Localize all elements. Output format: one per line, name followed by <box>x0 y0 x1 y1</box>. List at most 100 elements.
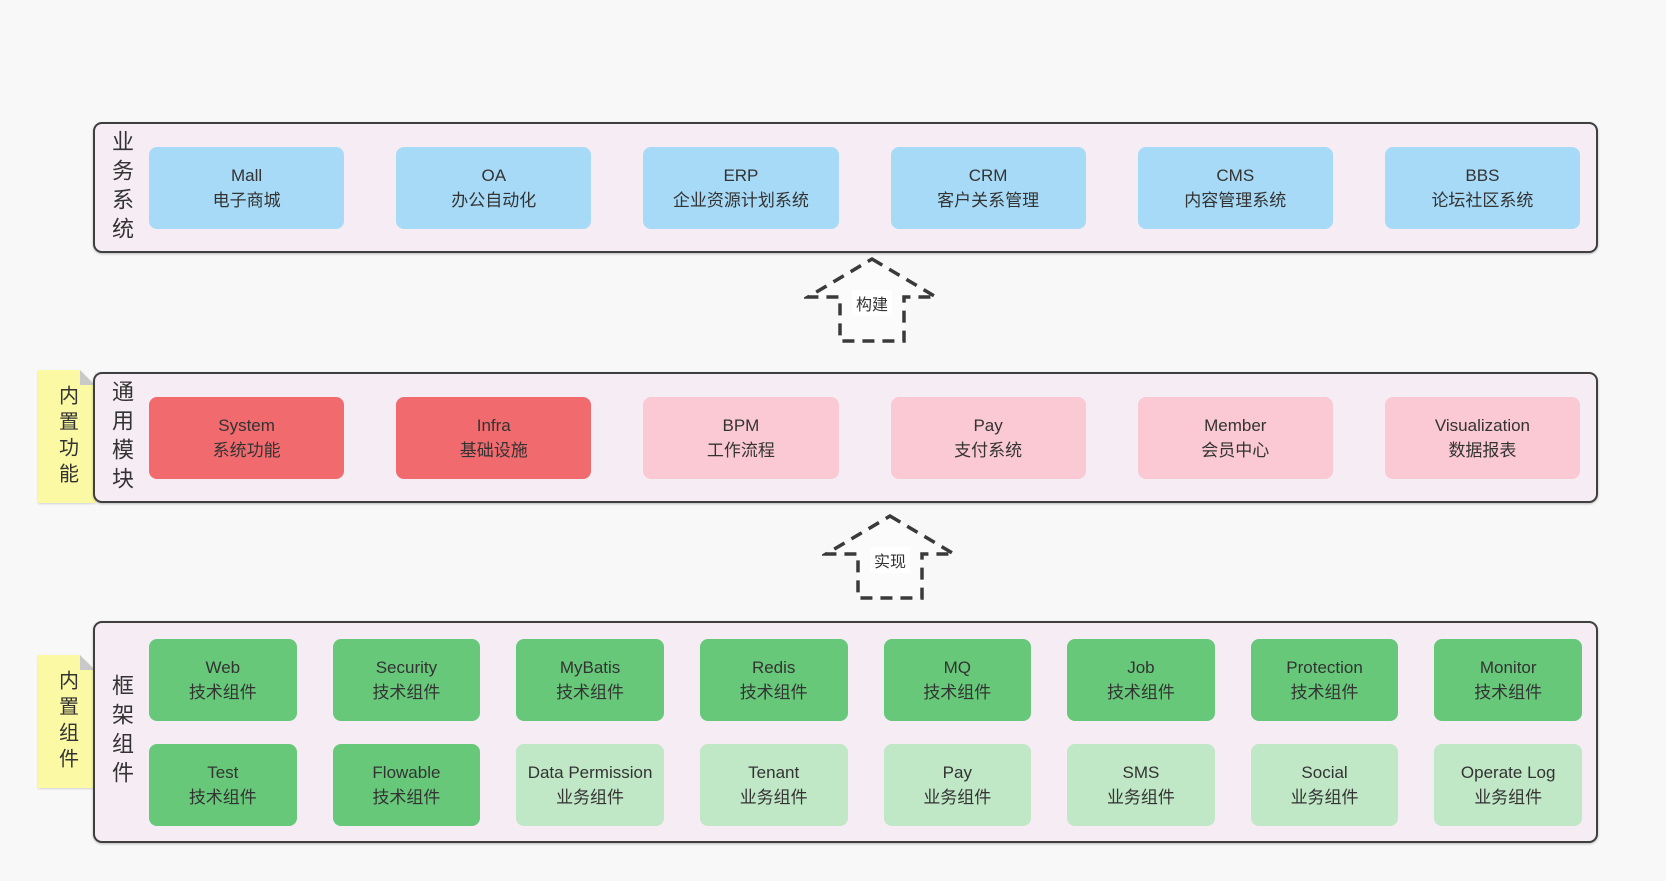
box-crm: CRM 客户关系管理 <box>890 146 1086 229</box>
box-subtitle: 业务组件 <box>556 787 625 807</box>
framework-components-layer: 框架组件 Web 技术组件 Security 技术组件 MyBatis 技术组件… <box>93 621 1598 843</box>
box-infra: Infra 基础设施 <box>396 396 592 479</box>
framework-boxes-grid: Web 技术组件 Security 技术组件 MyBatis 技术组件 Redi… <box>147 623 1596 841</box>
business-layer-label: 业务系统 <box>95 124 147 251</box>
business-layer-label-text: 业务系统 <box>109 129 134 246</box>
box-test: Test 技术组件 <box>149 743 297 826</box>
builtin-functions-sticky-text: 内置功能 <box>55 384 78 489</box>
box-title: Protection <box>1286 657 1363 677</box>
box-bbs: BBS 论坛社区系统 <box>1384 146 1581 229</box>
box-title: Test <box>207 762 239 782</box>
box-data-permission: Data Permission 业务组件 <box>516 743 664 826</box>
box-subtitle: 技术组件 <box>188 682 257 702</box>
box-subtitle: 系统功能 <box>212 440 281 460</box>
framework-layer-label: 框架组件 <box>95 623 147 841</box>
modules-layer-label-text: 通用模块 <box>109 379 134 496</box>
box-title: Data Permission <box>527 762 653 782</box>
box-title: BPM <box>722 415 760 435</box>
box-subtitle: 内容管理系统 <box>1184 190 1287 210</box>
box-title: CRM <box>968 165 1008 185</box>
box-title: MyBatis <box>559 657 621 677</box>
box-title: MQ <box>943 657 971 677</box>
box-social: Social 业务组件 <box>1250 743 1399 826</box>
box-subtitle: 技术组件 <box>1290 682 1359 702</box>
box-cms: CMS 内容管理系统 <box>1137 146 1333 229</box>
box-title: Mall <box>231 165 263 185</box>
box-bpm: BPM 工作流程 <box>643 396 839 479</box>
box-operate-log: Operate Log 业务组件 <box>1434 743 1582 826</box>
box-subtitle: 论坛社区系统 <box>1431 190 1534 210</box>
implement-arrow: 实现 <box>822 512 958 602</box>
box-system: System 系统功能 <box>149 396 345 479</box>
box-title: Redis <box>751 657 796 677</box>
box-subtitle: 技术组件 <box>372 787 441 807</box>
box-oa: OA 办公自动化 <box>396 146 592 229</box>
box-title: Security <box>375 657 438 677</box>
build-arrow: 构建 <box>804 255 940 345</box>
box-security: Security 技术组件 <box>332 638 481 721</box>
box-subtitle: 技术组件 <box>739 682 808 702</box>
box-subtitle: 业务组件 <box>1106 787 1175 807</box>
box-title: OA <box>481 165 507 185</box>
box-subtitle: 业务组件 <box>739 787 808 807</box>
box-title: Pay <box>942 762 972 782</box>
box-mall: Mall 电子商城 <box>149 146 345 229</box>
box-title: Visualization <box>1434 415 1531 435</box>
box-title: Flowable <box>372 762 441 782</box>
box-pay-module: Pay 支付系统 <box>890 396 1086 479</box>
box-title: Operate Log <box>1460 762 1556 782</box>
box-title: Social <box>1301 762 1348 782</box>
box-subtitle: 技术组件 <box>1106 682 1175 702</box>
box-subtitle: 客户关系管理 <box>937 190 1040 210</box>
box-title: Monitor <box>1479 657 1537 677</box>
business-boxes-row: Mall 电子商城 OA 办公自动化 ERP 企业资源计划系统 CRM 客户关系… <box>147 124 1596 251</box>
box-title: Infra <box>476 415 511 435</box>
box-subtitle: 技术组件 <box>1474 682 1543 702</box>
box-member: Member 会员中心 <box>1137 396 1333 479</box>
box-subtitle: 电子商城 <box>212 190 281 210</box>
box-title: Member <box>1204 415 1267 435</box>
box-job: Job 技术组件 <box>1067 638 1215 721</box>
box-title: Job <box>1127 657 1155 677</box>
box-subtitle: 业务组件 <box>1474 787 1543 807</box>
box-subtitle: 支付系统 <box>954 440 1023 460</box>
implement-arrow-label: 实现 <box>869 547 911 573</box>
builtin-components-sticky: 内置组件 <box>38 655 95 788</box>
box-monitor: Monitor 技术组件 <box>1434 638 1582 721</box>
business-systems-layer: 业务系统 Mall 电子商城 OA 办公自动化 ERP 企业资源计划系统 CRM… <box>93 122 1598 253</box>
box-flowable: Flowable 技术组件 <box>332 743 481 826</box>
builtin-functions-sticky: 内置功能 <box>38 370 95 503</box>
framework-layer-label-text: 框架组件 <box>109 674 134 790</box>
box-subtitle: 数据报表 <box>1448 440 1517 460</box>
box-erp: ERP 企业资源计划系统 <box>643 146 839 229</box>
box-title: BBS <box>1465 165 1500 185</box>
box-title: Pay <box>973 415 1003 435</box>
box-redis: Redis 技术组件 <box>699 638 848 721</box>
modules-layer-label: 通用模块 <box>95 374 147 501</box>
box-web: Web 技术组件 <box>149 638 297 721</box>
box-subtitle: 技术组件 <box>556 682 625 702</box>
box-subtitle: 业务组件 <box>1290 787 1359 807</box>
box-subtitle: 技术组件 <box>188 787 257 807</box>
box-pay-component: Pay 业务组件 <box>883 743 1032 826</box>
box-sms: SMS 业务组件 <box>1067 743 1215 826</box>
box-tenant: Tenant 业务组件 <box>699 743 848 826</box>
box-subtitle: 会员中心 <box>1201 440 1270 460</box>
box-visualization: Visualization 数据报表 <box>1384 396 1581 479</box>
box-subtitle: 业务组件 <box>923 787 992 807</box>
box-title: SMS <box>1122 762 1160 782</box>
box-subtitle: 工作流程 <box>706 440 775 460</box>
box-title: CMS <box>1216 165 1255 185</box>
box-subtitle: 技术组件 <box>372 682 441 702</box>
build-arrow-label: 构建 <box>851 290 893 316</box>
builtin-components-sticky-text: 内置组件 <box>55 669 78 774</box>
box-mybatis: MyBatis 技术组件 <box>516 638 664 721</box>
box-title: Web <box>205 657 241 677</box>
box-subtitle: 技术组件 <box>923 682 992 702</box>
box-title: System <box>218 415 275 435</box>
box-subtitle: 办公自动化 <box>451 190 537 210</box>
box-subtitle: 基础设施 <box>459 440 528 460</box>
box-title: ERP <box>723 165 759 185</box>
box-protection: Protection 技术组件 <box>1250 638 1399 721</box>
